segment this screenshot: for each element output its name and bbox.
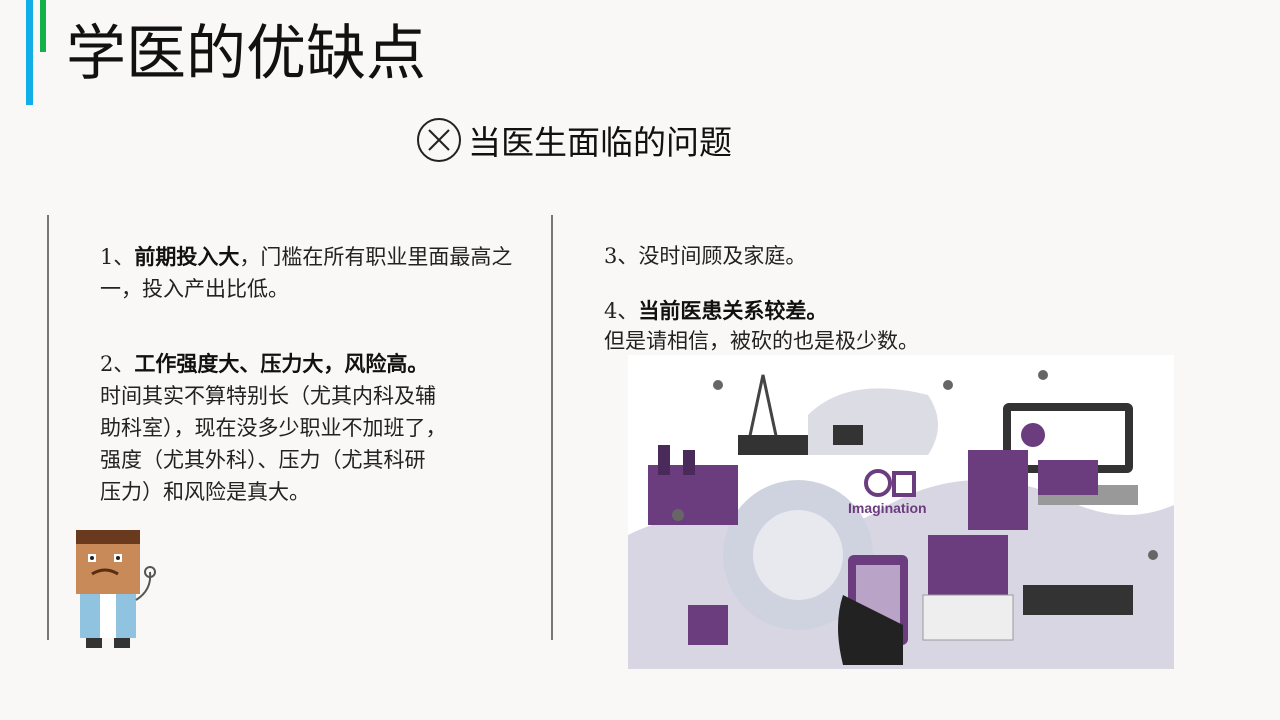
item-2-line: 强度（尤其外科）、压力（尤其科研 (100, 448, 426, 472)
item-4-heading: 当前医患关系较差。 (638, 298, 828, 323)
item-4-number: 4、 (604, 299, 639, 323)
subtitle: 当医生面临的问题 (416, 116, 732, 164)
item-3: 3、没时间顾及家庭。 (604, 244, 807, 268)
accent-bar-green (40, 0, 46, 52)
item-1: 1、前期投入大，门槛在所有职业里面最高之一，投入产出比低。 (100, 241, 545, 305)
item-2-line: 助科室），现在没多少职业不加班了， (100, 416, 447, 440)
item-2-line: 压力）和风险是真大。 (100, 480, 310, 504)
accent-bar-blue (26, 0, 33, 105)
middle-divider (551, 215, 553, 640)
left-divider (47, 215, 49, 640)
item-4-detail: 但是请相信，被砍的也是极少数。 (604, 329, 919, 353)
item-2-number: 2、 (100, 352, 135, 376)
page-title: 学医的优缺点 (66, 19, 426, 89)
doctor-cartoon (76, 530, 156, 648)
item-1-text: ，门槛在所有职业里面最高之一，投入产出比低。 (100, 245, 513, 301)
imagination-logo: Imagination (848, 469, 927, 516)
item-2-heading: 工作强度大、压力大，风险高。 (134, 351, 429, 376)
item-2: 2、工作强度大、压力大，风险高。 时间其实不算特别长（尤其内科及辅 助科室），现… (100, 348, 545, 508)
item-4: 4、当前医患关系较差。 但是请相信，被砍的也是极少数。 (604, 296, 919, 356)
imagination-logo-text: Imagination (848, 500, 927, 516)
circle-x-icon (417, 118, 461, 162)
item-1-heading: 前期投入大 (134, 244, 240, 269)
item-2-line: 时间其实不算特别长（尤其内科及辅 (100, 384, 436, 408)
technology-illustration: Imagination (628, 355, 1174, 669)
subtitle-text: 当医生面临的问题 (468, 123, 732, 162)
item-1-number: 1、 (100, 245, 135, 269)
